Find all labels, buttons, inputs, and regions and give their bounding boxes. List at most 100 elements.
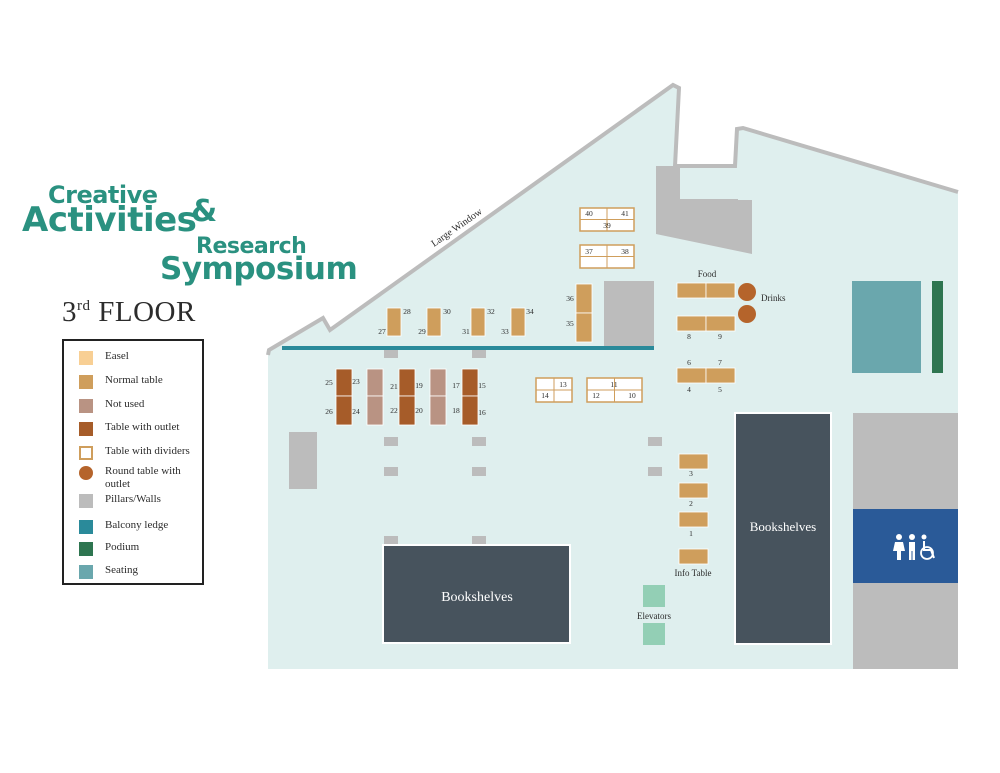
legend-label: Podium [105,541,140,553]
wall-block [289,432,317,489]
wall-block [853,413,958,509]
table-number-16: 16 [478,408,486,417]
food-label: Food [698,269,717,279]
table-number-25: 25 [325,378,333,387]
table [335,368,353,397]
table [429,395,447,426]
legend-item: Normal table [79,374,195,389]
legend-swatch [79,466,93,480]
legend-swatch [79,446,93,460]
legend-item: Easel [79,350,195,365]
table [676,315,707,332]
legend-swatch [79,542,93,556]
round-table [738,283,756,301]
wall-corner [656,166,752,254]
bookshelves-left [382,544,571,644]
table-number-41: 41 [621,209,629,218]
legend-label: Pillars/Walls [105,493,161,505]
table [398,368,416,397]
table-number-17: 17 [452,381,460,390]
table-number-11: 11 [610,380,617,389]
floor-suffix: rd [77,298,91,314]
tables-group [335,207,756,565]
title-research: Research [196,234,307,259]
restroom-accessible-icon [893,534,935,560]
title-symposium: Symposium [160,251,358,287]
legend-item: Balcony ledge [79,519,195,534]
table-number-22: 22 [390,406,398,415]
table-number-33: 33 [501,327,509,336]
legend-item: Round table with outlet [79,465,195,491]
table-number-3: 3 [689,469,693,478]
table [386,307,402,337]
legend-label: Easel [105,350,129,362]
wall-block [853,583,958,669]
legend-item: Table with outlet [79,421,195,436]
pillar [384,350,398,358]
table-number-26: 26 [325,407,333,416]
legend-label: Balcony ledge [105,519,169,531]
table [678,453,709,470]
pillar [384,467,398,476]
legend-swatch [79,351,93,365]
table [705,282,736,299]
table [461,395,479,426]
table-number-10: 10 [628,391,636,400]
pillar [384,536,398,545]
table [676,282,707,299]
table-number-1: 1 [689,529,693,538]
title-activities: Activities [22,200,197,240]
table-number-15: 15 [478,381,486,390]
pillar [472,536,486,545]
table-number-38: 38 [621,247,629,256]
pillar [384,437,398,446]
legend-swatch [79,494,93,508]
balcony-ledge [282,346,654,350]
restroom [853,509,958,583]
legend-label: Seating [105,564,138,576]
table-number-31: 31 [462,327,470,336]
table [510,307,526,337]
table [678,548,709,565]
table-number-37: 37 [585,247,593,256]
wall-block [604,281,654,346]
table-number-35: 35 [566,319,574,328]
round-table [738,305,756,323]
legend-item: Not used [79,398,195,413]
table-number-4: 4 [687,385,691,394]
table-number-14: 14 [541,391,549,400]
pillar [472,350,486,358]
table-number-28: 28 [403,307,411,316]
legend-swatch [79,422,93,436]
table-number-5: 5 [718,385,722,394]
legend-swatch [79,565,93,579]
legend-label: Normal table [105,374,163,386]
table [676,367,707,384]
bookshelves-label: Bookshelves [750,519,816,534]
table-number-8: 8 [687,332,691,341]
table [678,482,709,499]
pillar [472,467,486,476]
table-number-24: 24 [352,407,360,416]
table-number-19: 19 [415,381,423,390]
title-creative: Creative [48,181,158,209]
podium [932,281,943,373]
title-ampersand: & [191,194,217,229]
table-number-30: 30 [443,307,451,316]
table-number-18: 18 [452,406,460,415]
bookshelves-right [734,412,832,645]
legend-label: Not used [105,398,145,410]
table-number-36: 36 [566,294,574,303]
elevator [643,623,665,645]
legend-item: Podium [79,541,195,556]
table [575,312,593,343]
table [575,283,593,314]
pillar [648,467,662,476]
floor-heading: 3rd FLOOR [62,296,196,329]
table-number-20: 20 [415,406,423,415]
table [461,368,479,397]
table [678,511,709,528]
table-number-7: 7 [718,358,722,367]
